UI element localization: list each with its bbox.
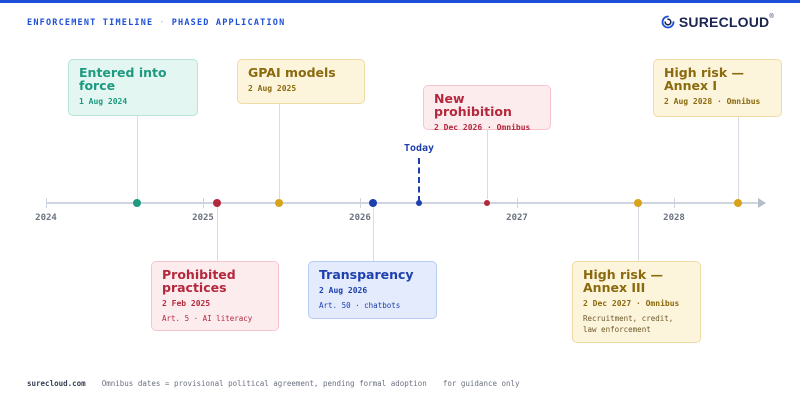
milestone-card-transparency[interactable]: Transparency 2 Aug 2026 Art. 50 · chatbo… [308,261,437,319]
logo-wordmark: SURECLOUD® [678,14,774,30]
milestone-note: Recruitment, credit, law enforcement [583,314,674,334]
milestone-date: 2 Aug 2026 [319,286,368,295]
milestone-title: Entered into force [79,65,167,93]
timeline-axis [46,202,759,204]
today-label: Today [403,143,435,154]
milestone-card-gpai[interactable]: GPAI models 2 Aug 2025 [237,59,365,104]
footer-disclaimer: Omnibus dates = provisional political ag… [101,379,427,388]
year-tick [203,198,204,208]
milestone-date: 1 Aug 2024 [79,97,128,106]
registered-mark: ® [769,14,774,20]
year-tick [517,198,518,208]
milestone-title: Transparency [319,267,414,282]
milestone-date: 2 Aug 2028 · Omnibus [664,97,761,106]
milestone-note: Art. 5 · AI literacy [162,314,253,323]
footer-guidance: for guidance only [442,379,520,388]
year-tick [46,198,47,208]
milestone-card-annex1[interactable]: High risk — Annex I 2 Aug 2028 · Omnibus [653,59,782,117]
milestone-card-entered[interactable]: Entered into force 1 Aug 2024 [68,59,198,116]
connector-annex3 [638,204,639,262]
year-tick [360,198,361,208]
page-title: ENFORCEMENT TIMELINE · PHASED APPLICATION [27,18,285,28]
milestone-date: 2 Aug 2025 [248,84,297,93]
milestone-dot-new-prohibition[interactable] [484,200,490,206]
milestone-dot-annex1[interactable] [734,199,742,207]
milestone-card-annex3[interactable]: High risk — Annex III 2 Dec 2027 · Omnib… [572,261,701,343]
connector-prohibited [217,204,218,262]
title-main: ENFORCEMENT TIMELINE [27,18,154,28]
year-label: 2028 [663,213,685,223]
axis-arrow-icon [758,198,766,208]
connector-gpai [279,103,280,199]
year-tick [674,198,675,208]
milestone-title: GPAI models [248,65,336,80]
year-label: 2025 [192,213,214,223]
connector-annex1 [738,117,739,199]
milestone-title: High risk — Annex I [664,65,744,93]
milestone-dot-prohibited[interactable] [213,199,221,207]
connector-entered [137,104,138,199]
year-label: 2027 [506,213,528,223]
year-label: 2026 [349,213,371,223]
milestone-card-prohibited[interactable]: Prohibited practices 2 Feb 2025 Art. 5 ·… [151,261,279,331]
connector-transparency [373,204,374,262]
title-separator: · [159,18,166,28]
milestone-date: 2 Dec 2027 · Omnibus [583,299,680,308]
milestone-title: New prohibition [434,91,512,119]
title-subtitle: PHASED APPLICATION [171,18,286,28]
milestone-dot-annex3[interactable] [634,199,642,207]
milestone-card-new-prohibition[interactable]: New prohibition 2 Dec 2026 · Omnibus [423,85,551,132]
milestone-date: 2 Feb 2025 [162,299,211,308]
today-line [418,158,420,202]
milestone-date: 2 Dec 2026 · Omnibus [434,123,531,132]
surecloud-logo-icon [661,15,675,29]
milestone-dot-gpai[interactable] [275,199,283,207]
footer: surecloud.com Omnibus dates = provisional… [27,379,520,388]
milestone-title: Prohibited practices [162,267,236,295]
connector-new-prohibition [487,129,488,199]
milestone-dot-entered[interactable] [133,199,141,207]
milestone-title: High risk — Annex III [583,267,663,295]
surecloud-logo[interactable]: SURECLOUD® [661,14,774,30]
footer-site-link[interactable]: surecloud.com [27,379,86,388]
milestone-dot-transparency[interactable] [369,199,377,207]
top-accent-bar [0,0,800,3]
year-label: 2024 [35,213,57,223]
milestone-note: Art. 50 · chatbots [319,301,401,310]
today-dot [416,200,422,206]
